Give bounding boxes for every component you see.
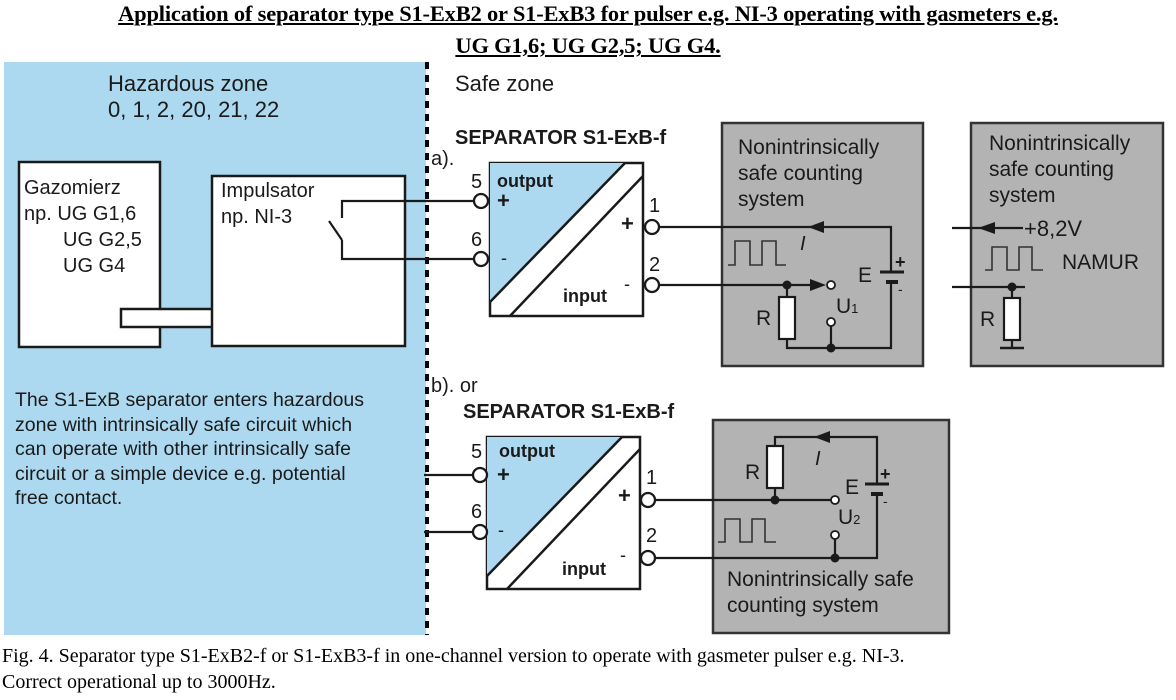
separator-a-input-minus: - [624, 274, 630, 294]
separator-a-output-label: output [497, 171, 553, 191]
resistor-a-icon [777, 295, 797, 341]
separator-b-input-plus: + [618, 483, 631, 508]
terminal-6-a [472, 250, 490, 268]
battery-a-minus: - [898, 281, 903, 297]
namur-label: NAMUR [1062, 251, 1139, 274]
separator-b-terminal-6-label: 6 [471, 501, 482, 523]
namur-system-label-3: system [989, 184, 1056, 207]
variant-b-label: b). or [431, 375, 478, 397]
gasmeter-label-4: UG G4 [63, 255, 125, 277]
separator-b-title: SEPARATOR S1-ExB-f [463, 401, 674, 423]
separator-b-terminal-1-label: 1 [646, 467, 657, 489]
counting-system-b: I R E + - U2 Nonintrinsically safe count… [655, 418, 951, 635]
separator-a-terminal-5-label: 5 [471, 171, 482, 193]
hazardous-note-line-1: The S1-ExB separator enters hazardous [15, 389, 364, 411]
pulser-contact-switch-icon [328, 220, 343, 241]
resistor-b-icon [765, 444, 785, 490]
variant-a-label: a). [431, 148, 454, 170]
separator-a-output-minus: - [501, 248, 507, 268]
hazardous-zone-area [4, 62, 426, 635]
namur-counting-system: Nonintrinsically safe counting system +8… [952, 121, 1165, 368]
current-b-label: I [815, 448, 821, 470]
hazardous-note-line-4: circuit or a simple device e.g. potentia… [15, 463, 346, 485]
pulser-box: Impulsator np. NI-3 [210, 174, 478, 348]
resistor-a-label: R [756, 307, 771, 330]
figure-caption-line-2: Correct operational up to 3000Hz. [2, 671, 276, 693]
namur-voltage-label: +8,2V [1024, 216, 1082, 241]
hazardous-zone-title: Hazardous zone [108, 71, 268, 96]
hazardous-zone-numbers: 0, 1, 2, 20, 21, 22 [108, 97, 279, 122]
separator-a-title: SEPARATOR S1-ExB-f [455, 127, 666, 149]
voltage-b-label: U2 [838, 506, 860, 529]
voltage-arrow-icon [810, 279, 826, 291]
namur-pulse-wave-icon [985, 246, 1043, 271]
pulse-wave-icon [728, 240, 786, 266]
hazardous-note-line-2: zone with intrinsically safe circuit whi… [15, 414, 352, 436]
terminal-1-b [639, 491, 657, 509]
gasmeter-label-3: UG G2,5 [63, 229, 142, 251]
terminal-5-a [472, 192, 490, 210]
safe-zone-title: Safe zone [455, 71, 554, 96]
separator-a-terminal-1-label: 1 [649, 195, 660, 217]
source-a-label: E [858, 264, 872, 287]
current-arrow-icon [808, 221, 824, 233]
terminal-1-a [643, 218, 661, 236]
namur-resistor-icon [1002, 296, 1022, 342]
separator-a-terminal-2-label: 2 [649, 254, 660, 276]
terminal-6-b [471, 523, 489, 541]
gasmeter-label-2: np. UG G1,6 [24, 203, 136, 225]
counting-system-b-label-2: counting system [727, 594, 879, 617]
gasmeter-box: Gazomierz np. UG G1,6 UG G2,5 UG G4 [17, 160, 162, 349]
separator-b-output-minus: - [498, 520, 504, 540]
pulser-contact-lower-wire [340, 240, 478, 261]
hazardous-note-line-5: free contact. [15, 487, 122, 509]
counting-system-a-label-3: system [738, 188, 805, 211]
battery-a-plus: + [895, 252, 906, 272]
separator-b-output-plus: + [497, 462, 510, 487]
hazardous-note-line-3: can operate with other intrinsically saf… [15, 438, 351, 460]
separator-a-terminal-6-label: 6 [471, 229, 482, 251]
separator-b-terminal-5-label: 5 [471, 441, 482, 463]
separator-b-output-label: output [499, 441, 555, 461]
namur-system-label-1: Nonintrinsically [989, 132, 1131, 155]
counting-system-a-label-2: safe counting [738, 162, 863, 185]
pulser-label-1: Impulsator [221, 180, 315, 202]
counting-system-b-label-1: Nonintrinsically safe [727, 568, 914, 591]
current-b-arrow-icon [814, 431, 830, 443]
pulser-contact-upper-wire [340, 199, 478, 218]
counting-system-a: Nonintrinsically safe counting system I … [659, 121, 925, 368]
gasmeter-pulser-coupling [119, 307, 215, 329]
separator-b: b). or SEPARATOR S1-ExB-f output input 5… [424, 375, 674, 591]
figure-title-line-2: UG G1,6; UG G2,5; UG G4. [455, 33, 721, 58]
terminal-2-a [643, 276, 661, 294]
figure-caption-line-1: Fig. 4. Separator type S1-ExB2-f or S1-E… [2, 645, 905, 667]
separator-b-input-label: input [562, 559, 606, 579]
pulse-wave-b-icon [718, 518, 776, 543]
voltage-a-label: U1 [836, 295, 858, 318]
pulser-label-2: np. NI-3 [221, 206, 292, 228]
gasmeter-label-1: Gazomierz [24, 177, 121, 199]
counting-system-a-label-1: Nonintrinsically [738, 136, 880, 159]
resistor-b-label: R [745, 461, 760, 484]
current-a-label: I [800, 233, 806, 255]
battery-b-minus: - [883, 493, 888, 509]
namur-resistor-label: R [980, 308, 995, 331]
terminal-2-b [639, 549, 657, 567]
source-b-label: E [845, 476, 859, 499]
separator-a: a). SEPARATOR S1-ExB-f output input 5 6 … [431, 127, 666, 318]
figure-title-line-1: Application of separator type S1-ExB2 or… [118, 1, 1058, 26]
separator-a-input-label: input [563, 286, 607, 306]
terminal-5-b [471, 466, 489, 484]
separator-b-input-minus: - [620, 545, 626, 565]
namur-supply-arrow-icon [978, 222, 995, 234]
namur-system-label-2: safe counting [989, 158, 1114, 181]
separator-b-terminal-2-label: 2 [646, 525, 657, 547]
separator-a-input-plus: + [621, 211, 634, 236]
separator-a-output-plus: + [497, 188, 510, 213]
battery-b-plus: + [880, 464, 891, 484]
